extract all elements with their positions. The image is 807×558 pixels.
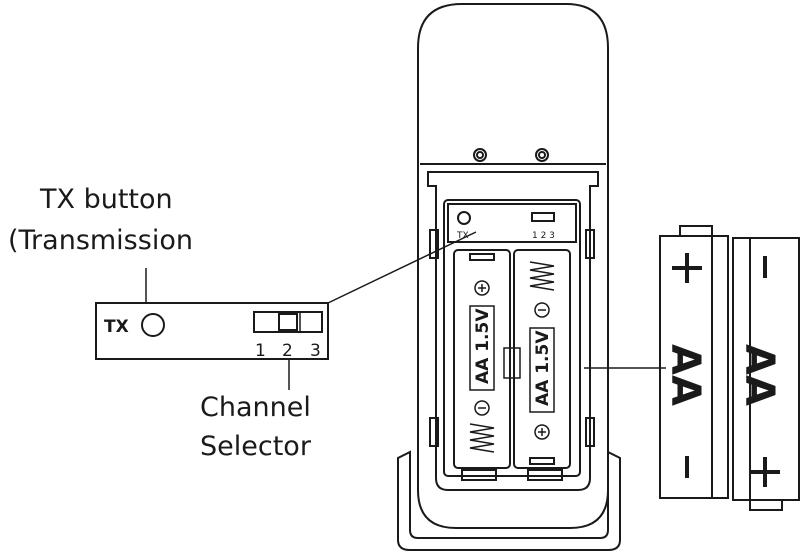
inset-channel-number-1: 1 [255, 341, 266, 361]
channel-callout-title-1: Channel [200, 392, 311, 423]
tx-callout-title-1: TX button [39, 184, 173, 215]
battery-left-label: AA [662, 344, 708, 406]
screw-hole-left [473, 148, 487, 162]
device-housing [417, 3, 609, 529]
inset-tx-label: TX [104, 317, 129, 337]
device-battery-label-right: AA 1.5V [533, 330, 553, 406]
battery-slot-right [513, 249, 571, 469]
sensor-device [397, 3, 621, 551]
channel-callout-title-2: Selector [200, 431, 312, 462]
tx-callout-title-2: (Transmission [8, 225, 193, 256]
battery-tray [443, 199, 581, 477]
battery-compartment-recess [427, 171, 599, 491]
spring-top-right [529, 261, 555, 291]
inset-channel-number-2: 2 [282, 341, 293, 361]
device-tx-button[interactable] [457, 211, 471, 225]
screw-hole-right [535, 148, 549, 162]
leader-inset-to-device [327, 231, 477, 304]
device-battery-label-left: AA 1.5V [473, 308, 493, 384]
device-channel-switch[interactable] [531, 212, 555, 222]
battery-slot-left [453, 249, 511, 469]
spring-bottom-left [469, 423, 495, 453]
battery-right [732, 237, 800, 511]
inset-tx-button[interactable] [141, 313, 165, 337]
device-channel-numbers: 1 2 3 [532, 231, 555, 241]
device-tx-label: TX [456, 231, 469, 241]
inset-channel-switch-track [253, 311, 323, 333]
battery-right-label: AA [736, 344, 782, 406]
inset-channel-switch-knob[interactable] [278, 313, 298, 331]
control-inset [95, 302, 329, 360]
control-strip [447, 203, 577, 243]
inset-panel [95, 302, 329, 360]
battery-left [659, 225, 729, 499]
inset-channel-number-3: 3 [310, 341, 321, 361]
